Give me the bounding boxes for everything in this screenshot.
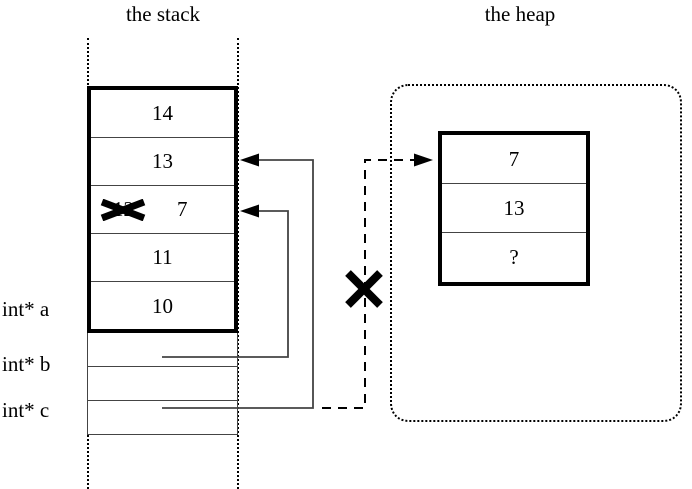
stack-cell-overwritten: 12 7 [91,186,234,234]
heap-region-title: the heap [484,2,556,26]
variable-label-a: int* a [2,297,50,321]
stack-free-block [87,333,238,435]
heap-cell-value: ? [509,245,519,269]
stack-allocated-block: 14 13 12 7 11 10 [87,86,238,333]
heap-cell: 13 [442,184,586,233]
heap-cell: ? [442,233,586,282]
stack-cell: 13 [91,138,234,186]
variable-label-c: int* c [2,398,50,422]
stack-cell-old-value: 12 [113,197,134,221]
stack-cell: 14 [91,90,234,138]
stack-cell-new-value: 7 [177,197,188,221]
x-cross-icon-dead-pointer [345,270,383,308]
heap-cell-value: 13 [503,195,525,220]
stack-cell: 11 [91,234,234,282]
stack-cell-value: 14 [152,101,173,125]
heap-cell: 7 [442,135,586,184]
stack-cell-value: 10 [152,293,173,318]
stack-region-title: the stack [125,2,201,26]
struck-value-container: 12 [100,186,146,233]
stack-free-cell [88,333,237,367]
stack-free-cell [88,367,237,401]
stack-cell-value: 11 [152,245,173,269]
heap-cell-value: 7 [508,146,520,171]
heap-allocated-block: 7 13 ? [438,131,590,286]
stack-cell-value: 13 [152,149,173,173]
stack-cell: 10 [91,282,234,330]
variable-label-b: int* b [2,352,51,376]
stack-free-cell [88,401,237,435]
